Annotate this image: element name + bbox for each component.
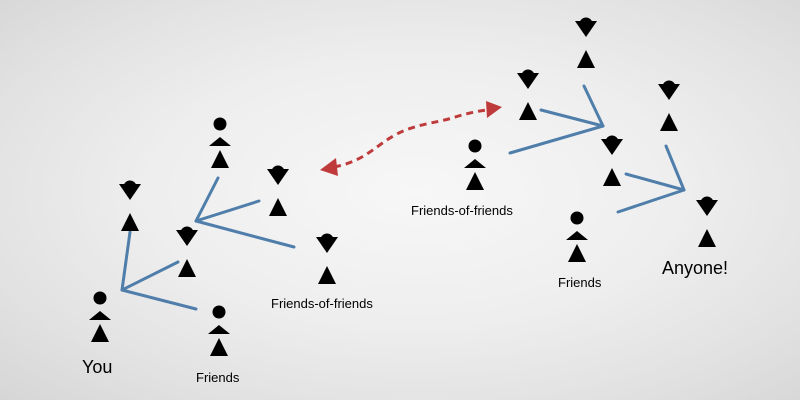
label-you: You xyxy=(82,357,113,377)
arrowhead-right-icon xyxy=(486,101,502,118)
dashed-arrow-icon xyxy=(333,108,488,169)
left-connections xyxy=(120,176,296,311)
connection-line xyxy=(539,108,605,128)
stick-figure-icon xyxy=(208,305,230,356)
stick-figure-icon xyxy=(601,135,623,186)
connection-line xyxy=(508,124,605,155)
connection-line xyxy=(120,288,198,311)
connection-line xyxy=(120,260,180,292)
stick-figure-icon xyxy=(176,226,198,277)
arrowhead-left-icon xyxy=(320,158,338,176)
stick-figure-icon xyxy=(566,211,588,262)
label-friends-of-friends-right: Friends-of-friends xyxy=(411,203,513,218)
label-friends-right: Friends xyxy=(558,275,602,290)
stick-figure-icon xyxy=(316,233,338,284)
connection-line xyxy=(194,199,261,223)
connection-line xyxy=(120,230,132,292)
label-anyone: Anyone! xyxy=(662,258,729,278)
right-connections xyxy=(508,84,686,214)
stick-figure-icon xyxy=(119,180,141,231)
stick-figure-icon xyxy=(658,80,680,131)
label-friends-of-friends-left: Friends-of-friends xyxy=(271,296,373,311)
connection-line xyxy=(194,176,220,223)
stick-figure-icon xyxy=(209,117,231,168)
stick-figure-icon xyxy=(517,69,539,120)
stick-figure-icon xyxy=(575,17,597,68)
label-friends-left: Friends xyxy=(196,370,240,385)
connection-line xyxy=(194,219,296,249)
stick-figure-icon xyxy=(464,139,486,190)
connection-arrow xyxy=(320,101,502,176)
connection-line xyxy=(582,84,605,128)
stick-figure-icon xyxy=(267,165,289,216)
connection-line xyxy=(664,144,686,192)
connection-line xyxy=(624,172,686,192)
stick-figure-icon xyxy=(89,291,111,342)
connection-line xyxy=(616,188,686,214)
stick-figure-icon xyxy=(696,196,718,247)
